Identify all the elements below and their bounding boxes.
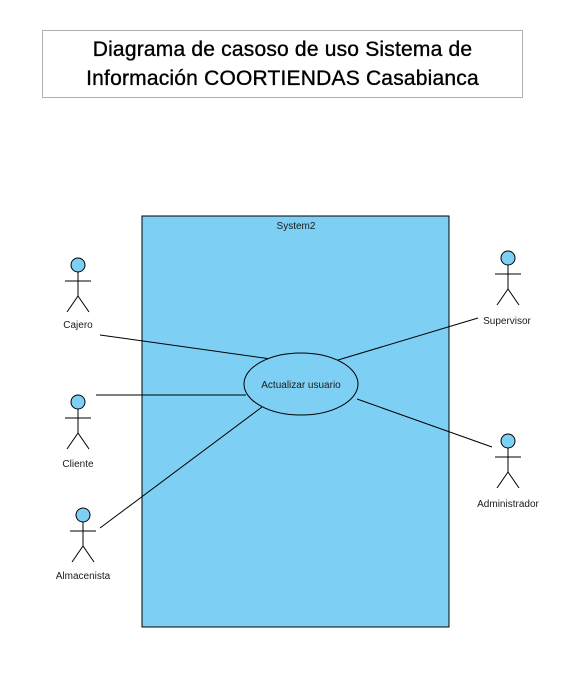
actor-supervisor[interactable] — [495, 250, 521, 306]
use-case-actualizar-usuario[interactable] — [243, 352, 359, 416]
actor-head — [500, 433, 516, 449]
actor-label-supervisor: Supervisor — [483, 316, 531, 327]
association-supervisor[interactable] — [337, 317, 479, 361]
diagram-title-line-2: Información COORTIENDAS Casabianca — [86, 67, 479, 90]
association-administrador[interactable] — [356, 398, 493, 448]
actor-almacenista[interactable] — [70, 507, 96, 563]
association-almacenista[interactable] — [99, 406, 263, 529]
actor-cajero[interactable] — [65, 257, 91, 313]
actor-head — [500, 250, 516, 266]
actor-administrador[interactable] — [495, 433, 521, 489]
association-cajero[interactable] — [99, 334, 272, 360]
diagram-title-box: Diagrama de casoso de uso Sistema de Inf… — [42, 30, 523, 98]
diagram-title-line-1: Diagrama de casoso de uso Sistema de — [92, 38, 473, 61]
actor-head — [70, 394, 86, 410]
actor-label-almacenista: Almacenista — [56, 571, 111, 582]
actor-head — [70, 257, 86, 273]
actor-label-administrador: Administrador — [477, 499, 539, 510]
actor-head — [75, 507, 91, 523]
actor-cliente[interactable] — [65, 394, 91, 450]
actor-label-cajero: Cajero — [63, 320, 93, 331]
actor-label-cliente: Cliente — [62, 459, 94, 470]
associations — [96, 317, 493, 529]
use-case-label: Actualizar usuario — [261, 380, 341, 391]
system-boundary[interactable] — [141, 215, 450, 628]
system-name: System2 — [277, 221, 316, 232]
